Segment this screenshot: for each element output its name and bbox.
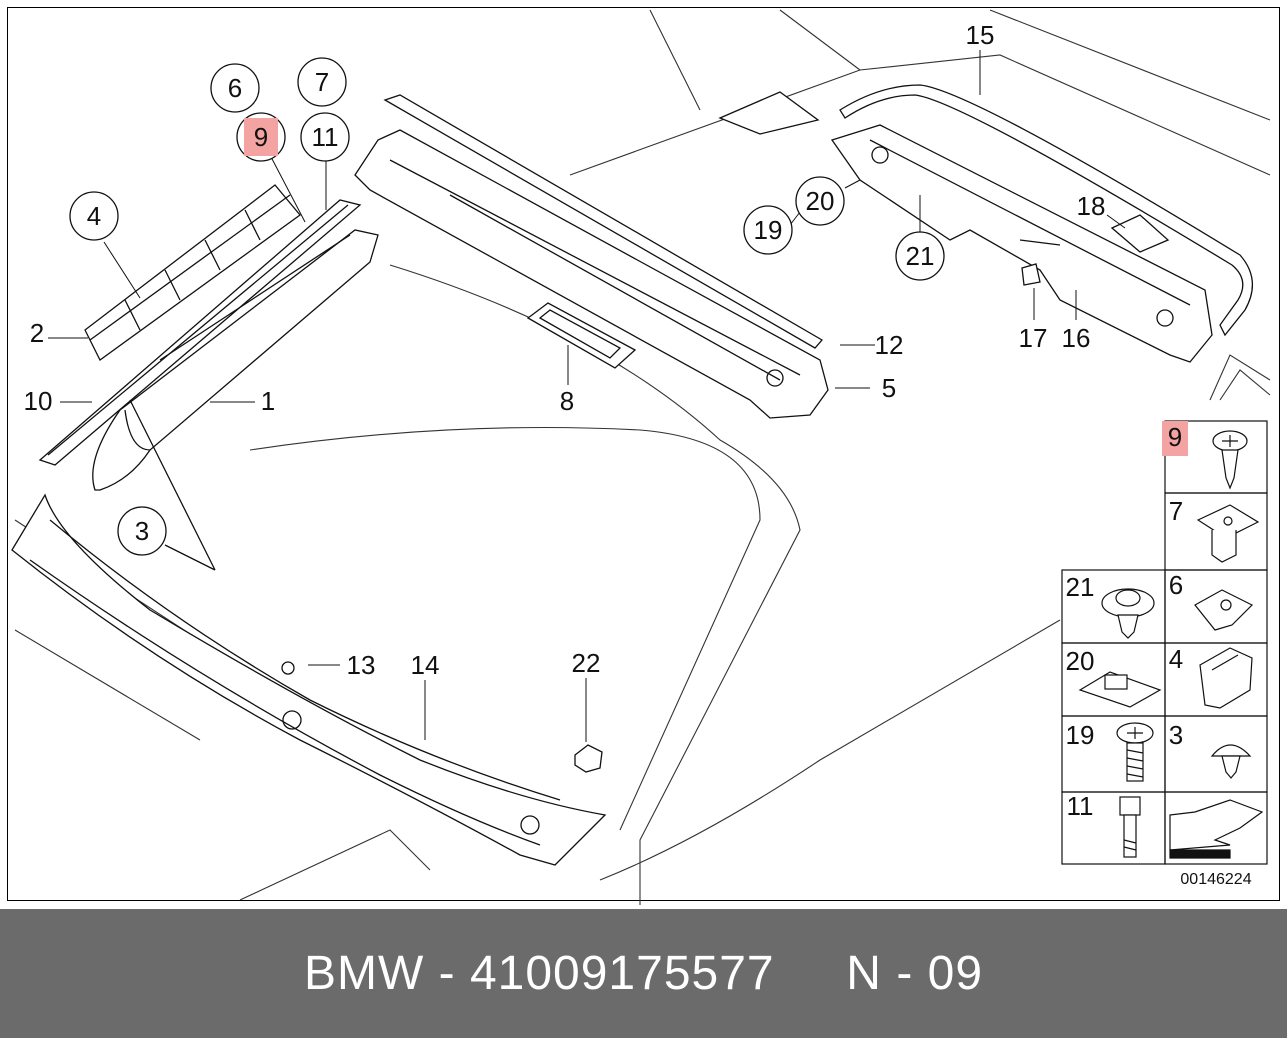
callout-10: 10 <box>24 386 53 416</box>
fastener-legend <box>1061 420 1268 865</box>
callout-18: 18 <box>1077 191 1106 221</box>
callout-3: 3 <box>135 516 149 546</box>
part-14-cowl-panel <box>11 493 607 866</box>
legend-4: 4 <box>1169 644 1183 674</box>
legend-21: 21 <box>1066 572 1095 602</box>
part-5-center-panel <box>354 129 829 419</box>
legend-labels: 9 7 21 6 20 4 19 3 11 <box>1066 422 1184 821</box>
callout-7: 7 <box>315 67 329 97</box>
position-number: 09 <box>927 947 984 1000</box>
highlight-9 <box>244 118 278 156</box>
roof-panel <box>718 91 820 135</box>
car-body-outline <box>14 9 1271 905</box>
part-12-seal-strip <box>383 94 824 349</box>
callout-6: 6 <box>228 73 242 103</box>
callout-22: 22 <box>572 648 601 678</box>
part-number: 41009175577 <box>469 947 775 1000</box>
callout-17: 17 <box>1019 323 1048 353</box>
part-15-seal <box>839 84 1253 337</box>
footer-bar: BMW - 41009175577 N - 09 <box>0 909 1287 1038</box>
legend-7: 7 <box>1169 496 1183 526</box>
push-clip-21-icon <box>1101 588 1155 639</box>
legend-20: 20 <box>1066 646 1095 676</box>
callout-20: 20 <box>806 186 835 216</box>
legend-highlight-9 <box>1162 421 1188 456</box>
part-18-pad <box>1110 214 1170 253</box>
brand-label: BMW <box>303 947 425 1000</box>
callout-9: 9 <box>254 122 268 152</box>
part-16-rear-panel <box>830 124 1213 363</box>
part-3-leader <box>129 399 216 571</box>
callout-15: 15 <box>966 20 995 50</box>
callout-21: 21 <box>906 241 935 271</box>
legend-6: 6 <box>1169 570 1183 600</box>
exploded-view-illustration: 6 7 9 11 4 2 10 1 3 8 12 5 15 20 19 21 1… <box>11 9 1271 905</box>
push-pin-3-icon <box>1210 744 1252 779</box>
leader-lines <box>48 50 1126 742</box>
part-8-vent <box>526 302 637 369</box>
grommet-4-icon <box>1199 647 1253 709</box>
callout-2: 2 <box>30 318 44 348</box>
clip-20-icon <box>1078 671 1162 708</box>
callout-1: 1 <box>261 386 275 416</box>
document-number: 00146224 <box>1180 871 1251 888</box>
callout-labels: 6 7 9 11 4 2 10 1 3 8 12 5 15 20 19 21 1… <box>24 20 1106 680</box>
legend-3: 3 <box>1169 720 1183 750</box>
screw-9-icon <box>1212 430 1248 490</box>
callout-16: 16 <box>1062 323 1091 353</box>
callout-11: 11 <box>312 122 339 152</box>
part-22-cube <box>574 744 603 773</box>
callout-5: 5 <box>882 373 896 403</box>
legend-11: 11 <box>1067 791 1094 821</box>
clip-nut-7-icon <box>1196 504 1260 563</box>
legend-19: 19 <box>1066 720 1095 750</box>
legend-9: 9 <box>1168 422 1182 452</box>
separator: - <box>896 947 914 1000</box>
part-4-pad-strip <box>84 184 301 361</box>
callout-14: 14 <box>411 650 440 680</box>
part-1-pillar-trim <box>92 229 379 491</box>
callout-19: 19 <box>754 215 783 245</box>
separator: - <box>438 947 456 1000</box>
callout-circles <box>69 57 945 556</box>
footer-part-info: BMW - 41009175577 N - 09 <box>0 909 1287 1038</box>
callout-12: 12 <box>875 330 904 360</box>
position-letter: N <box>846 947 882 1000</box>
callout-4: 4 <box>87 201 101 231</box>
direction-arrow-icon <box>1169 799 1264 859</box>
callout-13: 13 <box>347 650 376 680</box>
callout-8: 8 <box>560 386 574 416</box>
part-10-strip <box>38 199 362 466</box>
spring-nut-6-icon <box>1194 589 1254 631</box>
bolt-11-icon <box>1119 796 1141 858</box>
screw-19-icon <box>1116 722 1154 782</box>
part-17-clip <box>1021 263 1041 286</box>
